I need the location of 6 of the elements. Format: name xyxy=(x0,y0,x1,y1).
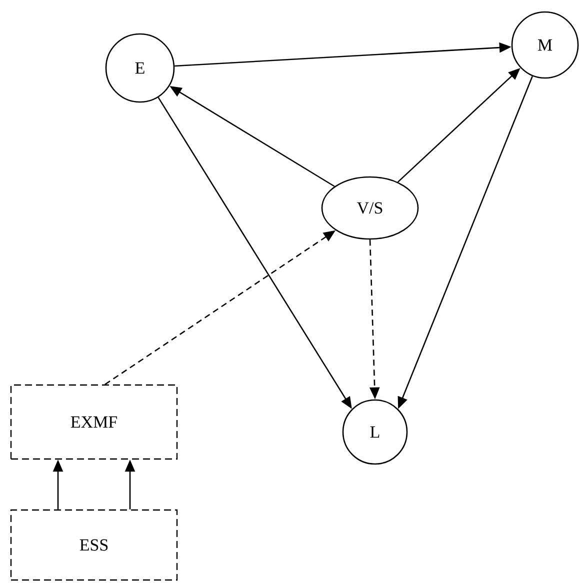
dashed-box: ESS xyxy=(10,509,178,581)
circle-node: M xyxy=(511,11,579,79)
circle-node: L xyxy=(342,399,408,465)
ellipse-node: V/S xyxy=(321,176,419,240)
circle-node: E xyxy=(105,33,175,103)
dashed-box: EXMF xyxy=(10,384,178,460)
